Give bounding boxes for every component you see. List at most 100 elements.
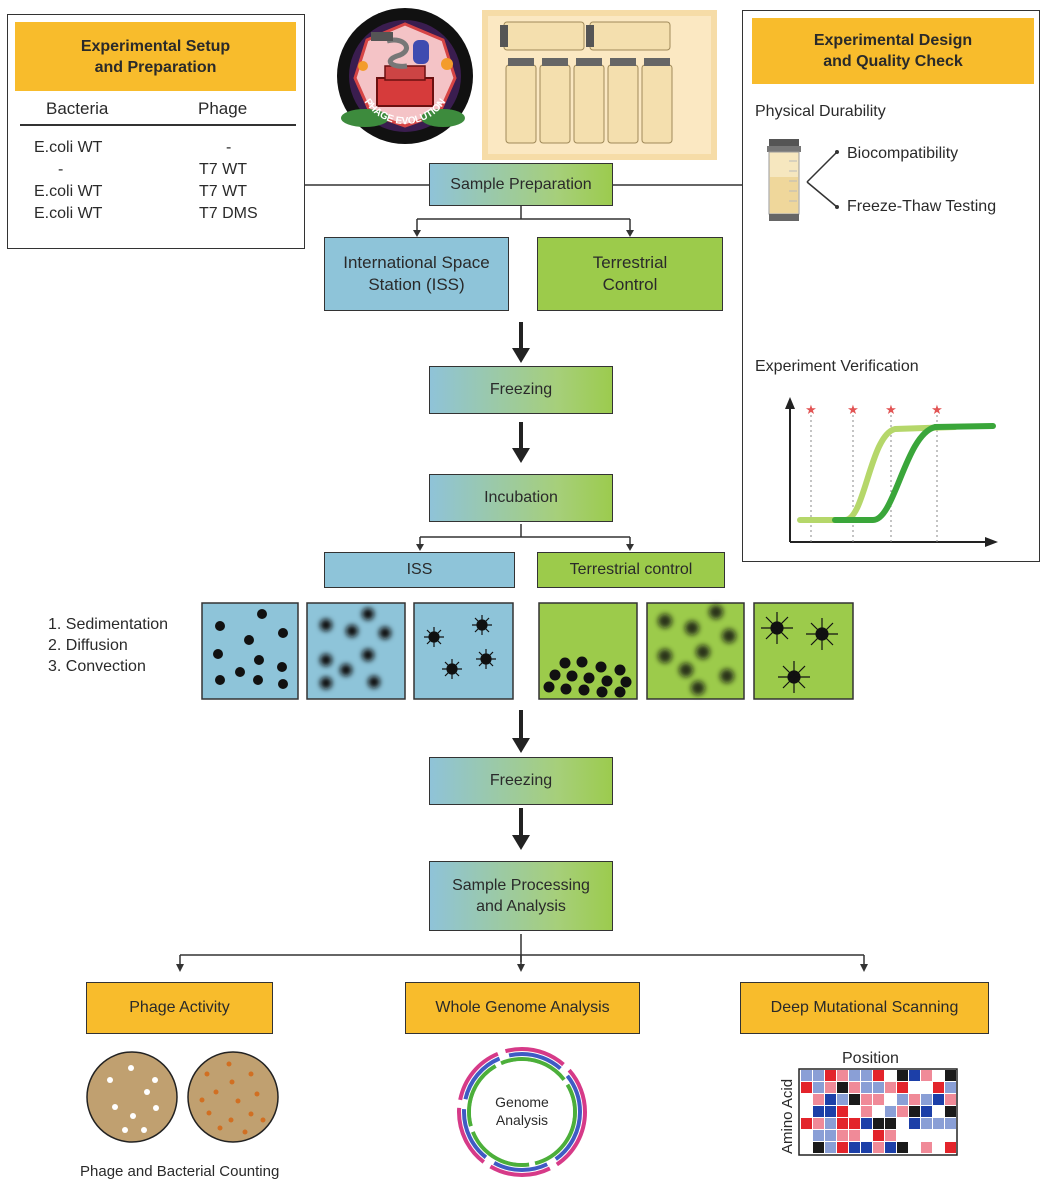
heatmap-cell [873,1070,884,1081]
table-cell-phage-0: - [226,139,232,156]
heatmap-cell [849,1082,860,1093]
heatmap-cell [861,1094,872,1105]
heatmap-cell [813,1070,824,1081]
heatmap-cell [897,1130,908,1141]
heatmap-cell [825,1130,836,1141]
phage-activity-box: Phage Activity [86,982,273,1034]
heatmap-cell [837,1070,848,1081]
heatmap-cell [897,1118,908,1129]
heatmap-cell [801,1130,812,1141]
table-cell-bacteria-2: E.coli WT [34,183,103,200]
position-label: Position [842,1050,899,1067]
svg-text:★: ★ [847,402,859,417]
heatmap-cell [921,1094,932,1105]
heatmap-cell [861,1130,872,1141]
mission-patch-icon: PHAGE EVOLUTION [337,8,473,144]
heatmap-cell [837,1106,848,1117]
heatmap-cell [861,1070,872,1081]
sample-preparation-box: Sample Preparation [429,163,613,206]
heatmap-cell [921,1082,932,1093]
heatmap-cell [933,1130,944,1141]
heatmap-cell [801,1070,812,1081]
heatmap-cell [909,1070,920,1081]
durability-label: Physical Durability [755,103,886,120]
heatmap-cell [849,1142,860,1153]
heatmap-cell [921,1070,932,1081]
heatmap-cell [801,1094,812,1105]
table-cell-phage-1: T7 WT [199,161,247,178]
heatmap-cell [837,1118,848,1129]
heatmap-cell [945,1142,956,1153]
heatmap-cell [933,1070,944,1081]
svg-text:★: ★ [885,402,897,417]
genome-ring-icon [457,1047,587,1177]
heatmap-cell [825,1106,836,1117]
heatmap-cell [945,1070,956,1081]
heatmap-cell [933,1082,944,1093]
col-bacteria: Bacteria [46,99,109,118]
heatmap-cell [885,1142,896,1153]
heatmap-cell [825,1070,836,1081]
heatmap-cell [813,1130,824,1141]
heatmap-cell [813,1142,824,1153]
heatmap-cell [861,1142,872,1153]
mechanism-sedimentation: 1. Sedimentation [48,616,169,633]
heatmap-cell [885,1082,896,1093]
freezing-box-2: Freezing [429,757,613,805]
heatmap-cell [825,1082,836,1093]
heatmap-cell [873,1094,884,1105]
heatmap-cell [921,1106,932,1117]
heatmap-cell [837,1094,848,1105]
verification-curve: ★ ★ ★ ★ [785,397,998,547]
table-cell-bacteria-1: - [58,161,64,178]
heatmap-cell [873,1106,884,1117]
heatmap-cell [885,1106,896,1117]
heatmap-cell [885,1070,896,1081]
heatmap-cell [825,1142,836,1153]
heatmap-cell [909,1130,920,1141]
heatmap-cell [897,1070,908,1081]
whole-genome-box: Whole Genome Analysis [405,982,640,1034]
heatmap-cell [837,1130,848,1141]
mechanism-diffusion: 2. Diffusion [48,637,128,654]
heatmap-cell [849,1118,860,1129]
mechanism-convection: 3. Convection [48,658,146,675]
table-cell-bacteria-3: E.coli WT [34,205,103,222]
heatmap-cell [849,1094,860,1105]
biocompat-label: Biocompatibility [847,145,959,162]
heatmap-cell [801,1118,812,1129]
heatmap-cell [849,1106,860,1117]
heatmap-cell [813,1118,824,1129]
heatmap-cell [849,1070,860,1081]
table-cell-phage-2: T7 WT [199,183,247,200]
setup-title: Experimental Setup and Preparation [15,22,296,91]
design-title: Experimental Design and Quality Check [752,18,1034,84]
heatmap-cell [801,1142,812,1153]
table-cell-bacteria-0: E.coli WT [34,139,103,156]
incubation-box: Incubation [429,474,613,522]
terrestrial-control-box: Terrestrial control [537,552,725,588]
col-phage: Phage [198,99,248,118]
heatmap-cell [873,1082,884,1093]
heatmap-cell [813,1082,824,1093]
heatmap-cell [933,1106,944,1117]
genome-analysis-label: Genome Analysis [495,1094,549,1128]
heatmap-cell [897,1142,908,1153]
amino-acid-label: Amino Acid [779,1078,796,1154]
heatmap-cell [825,1094,836,1105]
heatmap-cell [885,1118,896,1129]
heatmap-cell [921,1130,932,1141]
heatmap-cell [897,1106,908,1117]
heatmap-cell [801,1106,812,1117]
heatmap-cell [897,1094,908,1105]
svg-text:★: ★ [805,402,817,417]
heatmap-cell [945,1130,956,1141]
heatmap-cell [885,1094,896,1105]
heatmap-cell [945,1106,956,1117]
heatmap-cell [909,1106,920,1117]
vial-icon [767,139,839,221]
freeze-thaw-label: Freeze-Thaw Testing [847,198,997,215]
processing-box: Sample Processing and Analysis [429,861,613,931]
